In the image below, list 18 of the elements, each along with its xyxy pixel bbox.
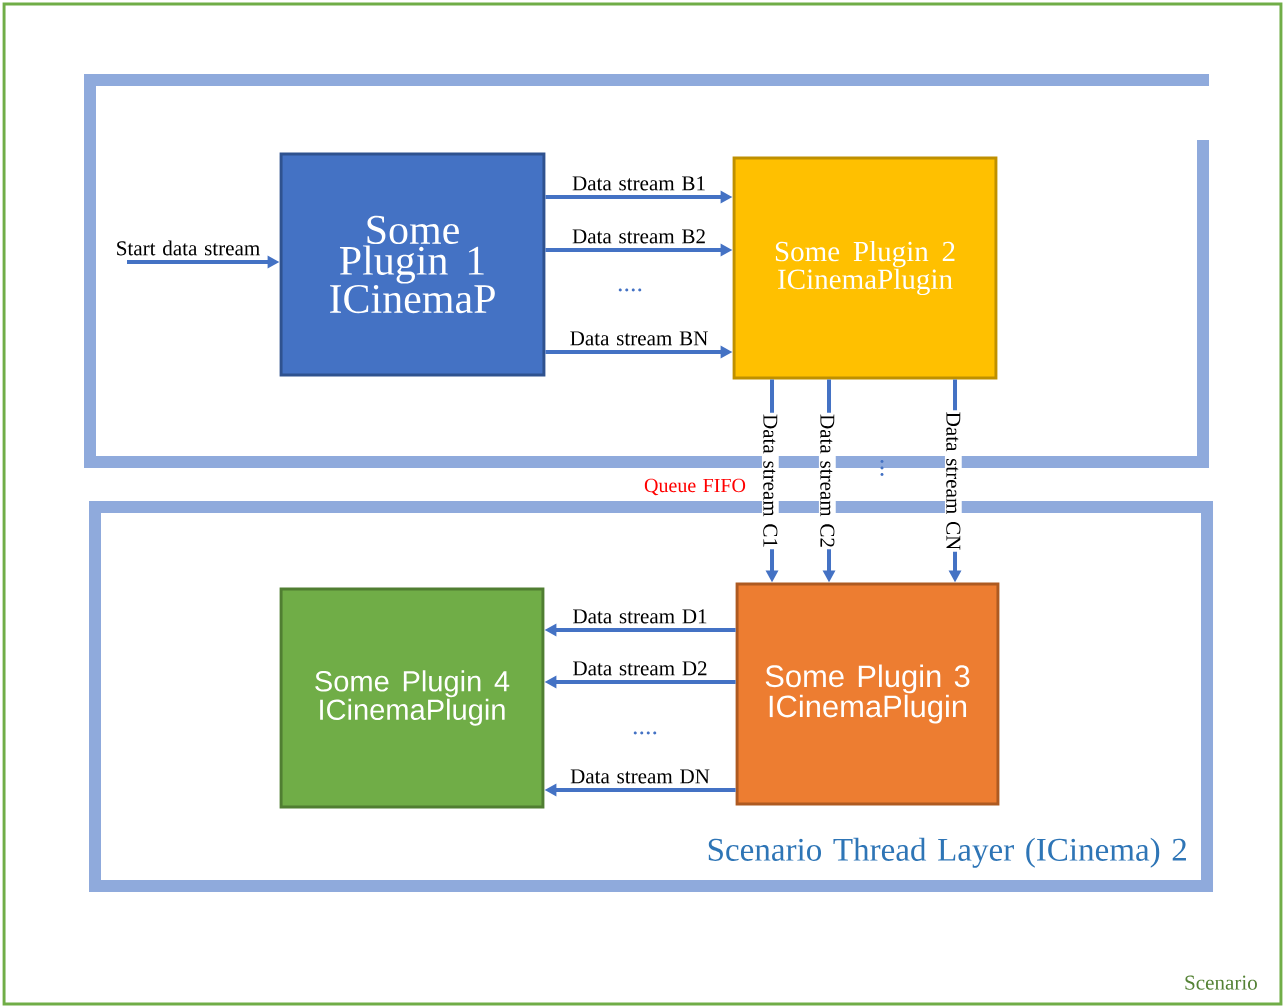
edge-label: Data stream D2 <box>571 659 709 677</box>
edge-label: Data stream B1 <box>570 174 708 192</box>
edge-label: Data stream C1 <box>761 412 779 550</box>
edge-label: Start data stream <box>114 239 262 257</box>
plugin-box: Some Plugin 1 ICinemaP <box>279 152 546 377</box>
edge-label: Data stream B2 <box>570 227 708 245</box>
edge-label: Data stream CN <box>944 410 962 552</box>
edge-label: Data stream DN <box>568 768 712 785</box>
plugin-box: Some Plugin 2 ICinemaPlugin <box>732 156 998 380</box>
edge-label: Data stream D1 <box>571 607 709 625</box>
ellipsis: ... <box>880 459 884 477</box>
note-label: Queue FIFO <box>644 478 746 496</box>
ellipsis: .... <box>633 731 657 735</box>
ellipsis: .... <box>618 288 642 292</box>
edge-label: Data stream C2 <box>818 412 836 550</box>
plugin-box: Some Plugin 4 ICinemaPlugin <box>279 587 545 809</box>
edge-label: Data stream BN <box>568 330 710 347</box>
plugin-box: Some Plugin 3 ICinemaPlugin <box>735 582 1000 806</box>
